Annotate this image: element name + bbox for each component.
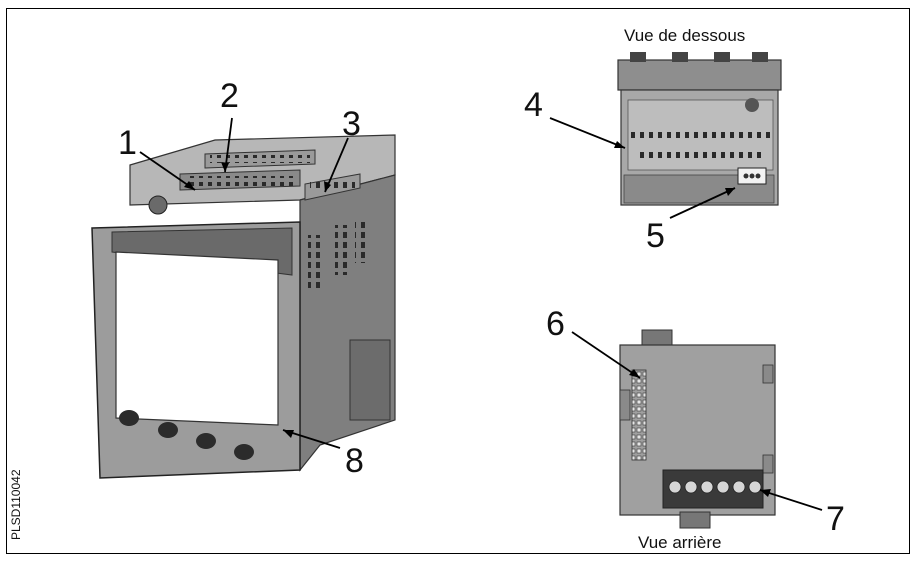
callout-6: 6 (546, 305, 565, 343)
leader-4 (549, 117, 626, 149)
callout-2: 2 (220, 77, 239, 115)
bottom-view-tab-3 (714, 52, 730, 62)
rear-view-pin-header (631, 369, 647, 461)
terminal-screws (668, 480, 762, 494)
bottom-view-slots-2 (636, 150, 766, 160)
bottom-view-screw (745, 98, 759, 112)
leader-7 (759, 489, 823, 511)
side-vents-3 (355, 218, 367, 263)
callout-7: 7 (826, 500, 845, 538)
top-knob (148, 195, 168, 215)
front-iso-view (91, 134, 396, 479)
bottom-view-tab-2 (672, 52, 688, 62)
leader-1 (139, 151, 196, 191)
rear-view-top-clip (641, 329, 673, 347)
rear-view-side-notch (619, 389, 631, 421)
port-pin-3 (755, 173, 761, 179)
leader-5 (669, 187, 736, 219)
rear-view-right-notch-1 (762, 364, 774, 384)
front-button-1 (119, 410, 139, 426)
bottom-view-top-cap (617, 59, 782, 91)
front-button-3 (196, 433, 216, 449)
connector-slots-1 (185, 176, 295, 186)
side-vents-1 (308, 235, 320, 290)
leader-6 (571, 331, 641, 379)
callout-3: 3 (342, 105, 361, 143)
connector-slots-3 (310, 180, 355, 188)
rear-view-bottom-clip (679, 511, 711, 529)
connector-slots-2 (210, 155, 310, 163)
bottom-view-tab-1 (630, 52, 646, 62)
bottom-view-slots-1 (630, 130, 770, 140)
callout-5: 5 (646, 217, 665, 255)
front-button-4 (234, 444, 254, 460)
leader-arrowheads (184, 141, 771, 497)
reference-code: PLSD110042 (9, 469, 23, 540)
callout-1: 1 (118, 124, 137, 162)
bottom-view-label: Vue de dessous (624, 26, 745, 45)
front-button-2 (158, 422, 178, 438)
side-vents-2 (335, 225, 347, 275)
callout-4: 4 (524, 86, 543, 124)
port-pin-1 (743, 173, 749, 179)
rear-view-label: Vue arrière (638, 533, 721, 552)
callout-8: 8 (345, 442, 364, 480)
port-pin-2 (749, 173, 755, 179)
mounting-clip (349, 339, 391, 421)
display-screen (115, 251, 279, 426)
body-right-side (299, 174, 396, 472)
leader-3 (324, 137, 349, 193)
bottom-view (617, 52, 782, 206)
rear-view (619, 329, 776, 529)
bottom-view-tab-4 (752, 52, 768, 62)
rear-view-right-notch-2 (762, 454, 774, 474)
